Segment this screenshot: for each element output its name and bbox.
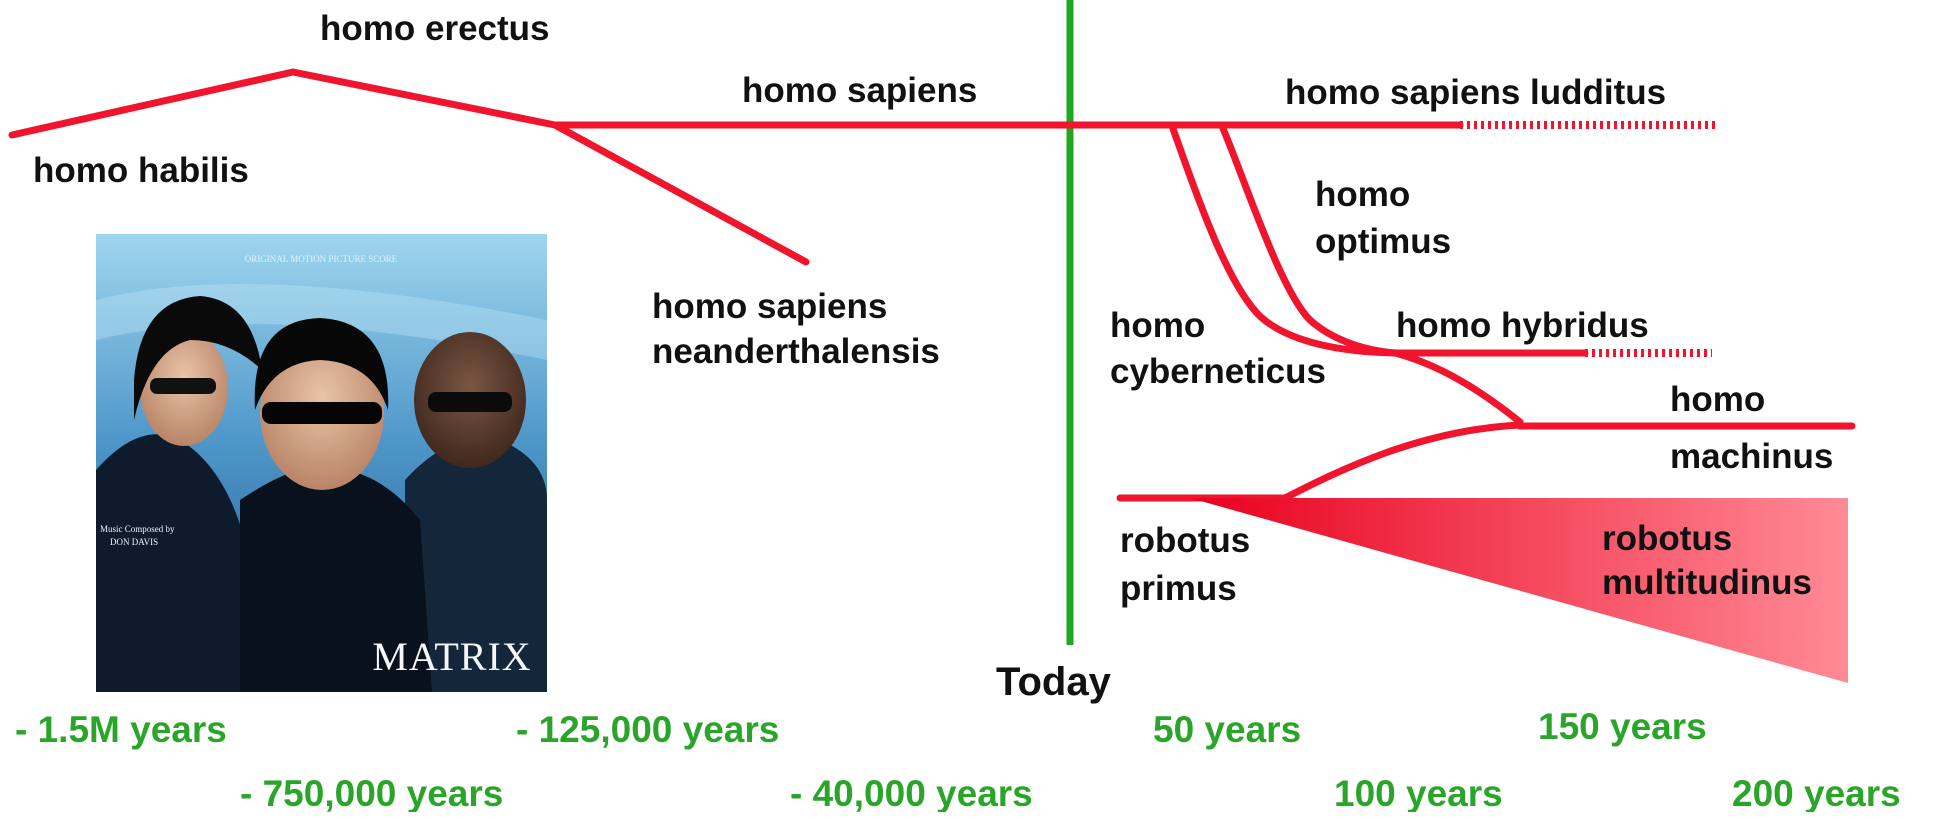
label-robotus-multitudinus-line2: multitudinus xyxy=(1602,563,1812,602)
label-cyberneticus-line1: homo xyxy=(1110,306,1205,345)
label-robotus-primus-line2: primus xyxy=(1120,569,1237,608)
timeline-label-125000-years: - 125,000 years xyxy=(516,709,779,750)
label-neanderthalensis-line2: neanderthalensis xyxy=(652,332,940,371)
label-homo-habilis: homo habilis xyxy=(33,151,249,190)
label-cyberneticus-line2: cyberneticus xyxy=(1110,352,1326,391)
label-machinus-line1: homo xyxy=(1670,380,1765,419)
timeline-label-1-5m-years: - 1.5M years xyxy=(15,709,227,750)
label-robotus-multitudinus-line1: robotus xyxy=(1602,519,1732,558)
poster-credit-line1: Music Composed by xyxy=(100,524,175,534)
label-optimus-line1: homo xyxy=(1315,175,1410,214)
timeline-label-750000-years: - 750,000 years xyxy=(240,773,503,812)
branch-robotus-to-machinus xyxy=(1285,425,1520,498)
branch-habilis-erectus xyxy=(12,72,555,135)
timeline-label-40000-years: - 40,000 years xyxy=(790,773,1033,812)
today-label: Today xyxy=(996,660,1112,704)
label-robotus-primus-line1: robotus xyxy=(1120,521,1250,560)
matrix-poster-image: ORIGINAL MOTION PICTURE SCORE Music Comp… xyxy=(96,234,547,692)
timeline-label-150-years: 150 years xyxy=(1538,706,1707,747)
poster-credit-line2: DON DAVIS xyxy=(110,537,158,547)
poster-title: MATRIX xyxy=(372,634,531,679)
label-machinus-line2: machinus xyxy=(1670,437,1833,476)
label-homo-sapiens: homo sapiens xyxy=(742,71,977,110)
timeline-label-50-years: 50 years xyxy=(1153,709,1301,750)
branch-neanderthalensis xyxy=(555,125,806,262)
label-homo-sapiens-ludditus: homo sapiens ludditus xyxy=(1285,73,1666,112)
label-homo-erectus: homo erectus xyxy=(320,9,550,48)
label-optimus-line2: optimus xyxy=(1315,222,1451,261)
timeline-label-100-years: 100 years xyxy=(1334,773,1503,812)
label-homo-hybridus: homo hybridus xyxy=(1396,306,1649,345)
branch-hybrid-to-machinus xyxy=(1395,353,1520,422)
label-neanderthalensis-line1: homo sapiens xyxy=(652,287,887,326)
poster-top-text: ORIGINAL MOTION PICTURE SCORE xyxy=(245,254,398,264)
timeline-label-200-years: 200 years xyxy=(1732,773,1901,812)
